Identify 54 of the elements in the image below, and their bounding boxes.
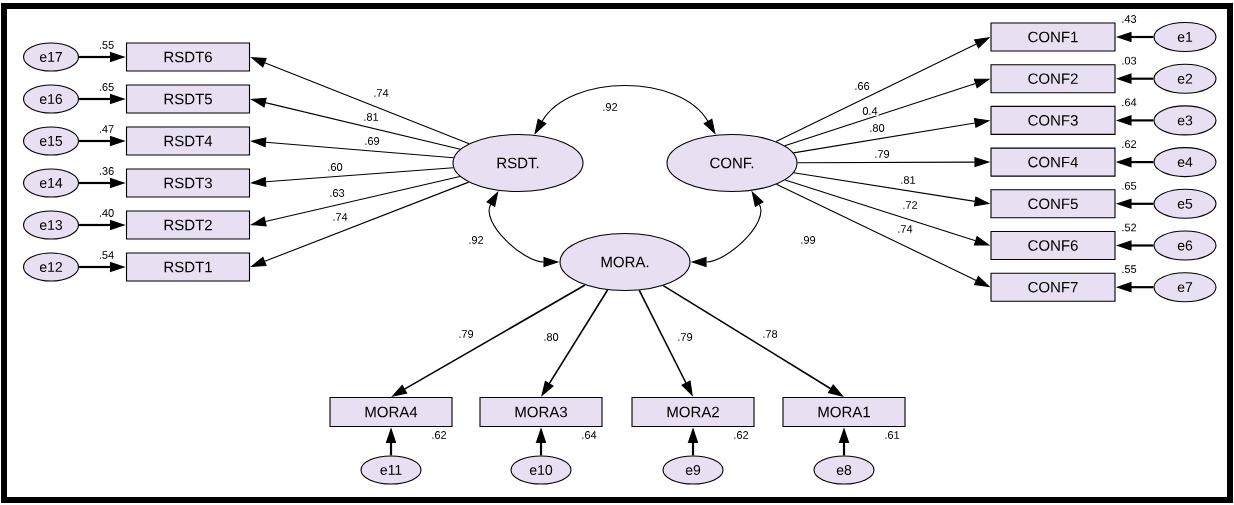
r-squared-value: .55 [99, 41, 114, 49]
edge-label: .74 [896, 224, 914, 234]
edge-label: .79 [457, 329, 475, 339]
indicator-box: RSDT5 [125, 84, 251, 114]
indicator-box: CONF5 [990, 189, 1116, 219]
r-squared-value: .55 [1122, 265, 1137, 274]
edge-label: .78 [761, 329, 779, 339]
edge-label: .79 [873, 149, 891, 159]
r-squared-value: .62 [1122, 140, 1137, 148]
indicator-box: CONF6 [990, 230, 1116, 261]
edge-label: .92 [601, 102, 619, 112]
r-squared-value: .65 [99, 83, 114, 91]
indicator-box: CONF4 [990, 147, 1116, 177]
edge-label: .99 [799, 235, 817, 245]
r-squared-value: .62 [734, 431, 749, 439]
edge-label: .72 [901, 200, 919, 210]
r-squared-value: .64 [1122, 98, 1137, 107]
r-squared-value: .54 [99, 251, 114, 259]
indicator-box: CONF2 [990, 64, 1116, 94]
r-squared-value: .62 [432, 431, 447, 439]
indicator-box: MORA4 [329, 396, 453, 428]
edge-label: .66 [853, 81, 871, 91]
r-squared-value: .65 [1122, 181, 1137, 190]
edge-label: .74 [372, 88, 390, 98]
indicator-box: RSDT6 [125, 42, 251, 72]
edge-label: .79 [676, 332, 694, 342]
indicator-box: RSDT4 [125, 126, 251, 156]
edge-label: .74 [331, 212, 349, 222]
edge-label: 0.4 [861, 106, 879, 116]
r-squared-value: .03 [1122, 56, 1137, 65]
edge-label: .80 [542, 332, 560, 342]
indicator-box: CONF1 [990, 22, 1116, 52]
edge-label: .60 [326, 162, 344, 172]
edge-label: .92 [467, 235, 485, 245]
edge-label: .69 [363, 136, 381, 146]
r-squared-value: .40 [99, 209, 114, 217]
r-squared-value: .52 [1122, 223, 1137, 232]
indicator-box: MORA2 [631, 396, 755, 428]
indicator-box: MORA1 [782, 396, 906, 428]
indicator-box: CONF7 [990, 272, 1116, 302]
r-squared-value: .36 [99, 167, 114, 175]
indicator-box: CONF3 [990, 105, 1116, 135]
indicator-box: RSDT2 [125, 210, 251, 240]
edge-label: .80 [868, 123, 886, 133]
r-squared-value: .64 [582, 431, 597, 439]
indicator-box: RSDT1 [125, 252, 251, 282]
r-squared-value: .61 [885, 431, 900, 439]
edge-label: .81 [362, 112, 380, 122]
edge-label: .81 [899, 175, 917, 185]
r-squared-value: .47 [99, 125, 114, 133]
edge-label: .63 [328, 188, 346, 198]
r-squared-value: .43 [1122, 15, 1137, 23]
indicator-box: MORA3 [479, 396, 603, 428]
indicator-box: RSDT3 [125, 168, 251, 198]
